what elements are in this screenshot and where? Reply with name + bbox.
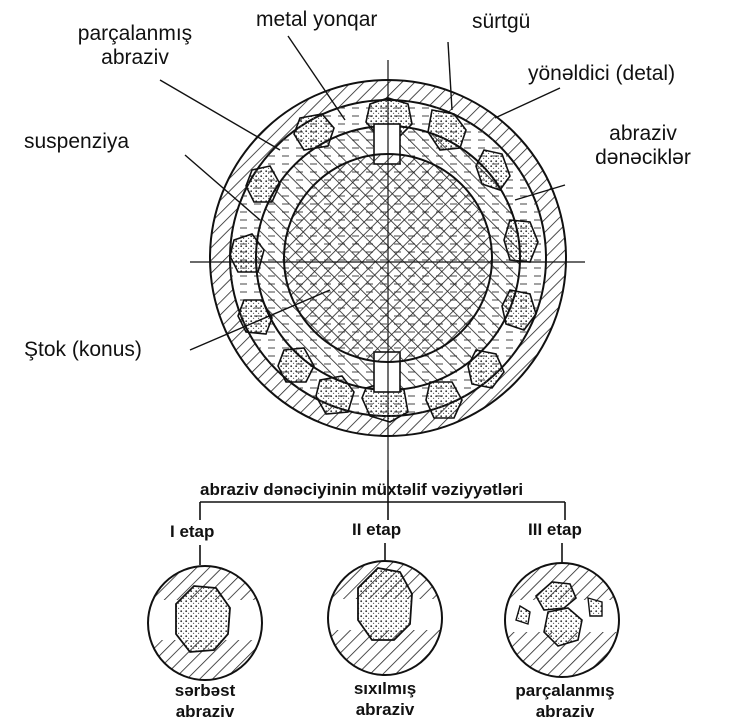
caption-line: sərbəst — [140, 680, 270, 701]
label-rod-cone: Ştok (konus) — [24, 338, 142, 362]
label-suspension: suspenziya — [24, 130, 129, 154]
caption-line: abraziv — [490, 701, 640, 722]
stage-3-label: III etap — [528, 520, 582, 540]
caption-line: abraziv — [320, 699, 450, 720]
label-line: abraziv — [568, 122, 718, 146]
label-lap: sürtgü — [472, 10, 530, 34]
stage-1-detail — [140, 560, 270, 690]
label-metal-chips: metal yonqar — [256, 8, 377, 32]
label-guide-part: yönəldici (detal) — [528, 62, 675, 86]
stages-title: abraziv dənəciyinin müxtəlif vəziyyətlər… — [200, 480, 523, 500]
caption-line: abraziv — [140, 701, 270, 722]
label-line: parçalanmış — [40, 22, 230, 46]
stage-1-label: I etap — [170, 522, 214, 542]
label-line: abraziv — [40, 46, 230, 70]
caption-line: parçalanmış — [490, 680, 640, 701]
label-line: dənəciklər — [568, 146, 718, 170]
stage-2-label: II etap — [352, 520, 401, 540]
stage-2-caption: sıxılmış abraziv — [320, 678, 450, 720]
label-abrasive-grains: abraziv dənəciklər — [568, 122, 718, 170]
stage-1-caption: sərbəst abraziv — [140, 680, 270, 722]
stage-2-detail — [320, 555, 450, 690]
main-cross-section — [190, 60, 585, 470]
stage-3-detail — [500, 555, 630, 692]
stage-3-caption: parçalanmış abraziv — [490, 680, 640, 722]
caption-line: sıxılmış — [320, 678, 450, 699]
label-fragmented-abrasive: parçalanmış abraziv — [40, 22, 230, 70]
